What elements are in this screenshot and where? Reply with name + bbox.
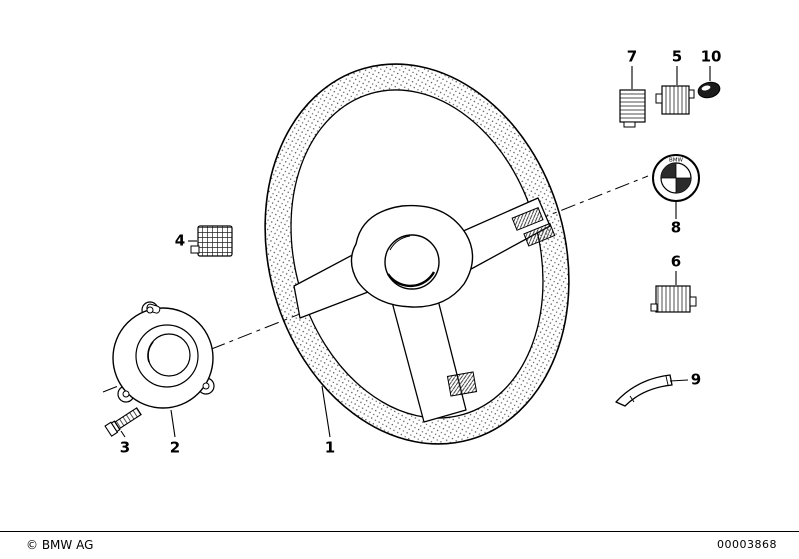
- callout-2-contact-plate: 2: [169, 438, 181, 457]
- callout-9-trim: 9: [690, 370, 702, 389]
- spoke-switch-block-bottom: [446, 371, 478, 397]
- spoke-switch-blocks-right: [511, 207, 556, 247]
- callout-4-connector: 4: [174, 231, 186, 250]
- hub-contact-plate: [112, 301, 215, 409]
- horn-button: [384, 234, 440, 290]
- callout-10-grommet: 10: [700, 47, 722, 66]
- callout-6-contact-block: 6: [670, 252, 682, 271]
- callout-1-steering-wheel: 1: [324, 438, 336, 457]
- contact-block-7: [619, 89, 646, 128]
- callout-3-screw: 3: [119, 438, 131, 457]
- copyright-text: © BMW AG: [26, 538, 94, 552]
- document-number: 00003868: [717, 538, 777, 551]
- callout-7-contact-block: 7: [626, 47, 638, 66]
- footer: © BMW AG 00003868: [0, 531, 799, 559]
- leader-lines: [120, 66, 711, 438]
- bmw-emblem: BMW: [652, 154, 700, 202]
- contact-block-6: [650, 285, 697, 313]
- contact-block-5: [655, 85, 695, 115]
- screw: [104, 407, 142, 437]
- callout-8-emblem: 8: [670, 218, 682, 237]
- emblem-text: BMW: [669, 158, 684, 164]
- connector-block-4: [190, 225, 233, 257]
- spoke-bottom: [391, 299, 467, 423]
- trim-piece-9: [615, 374, 673, 407]
- steering-wheel: [264, 63, 570, 445]
- callout-5-contact-block: 5: [671, 47, 683, 66]
- grommet-10: [697, 81, 721, 99]
